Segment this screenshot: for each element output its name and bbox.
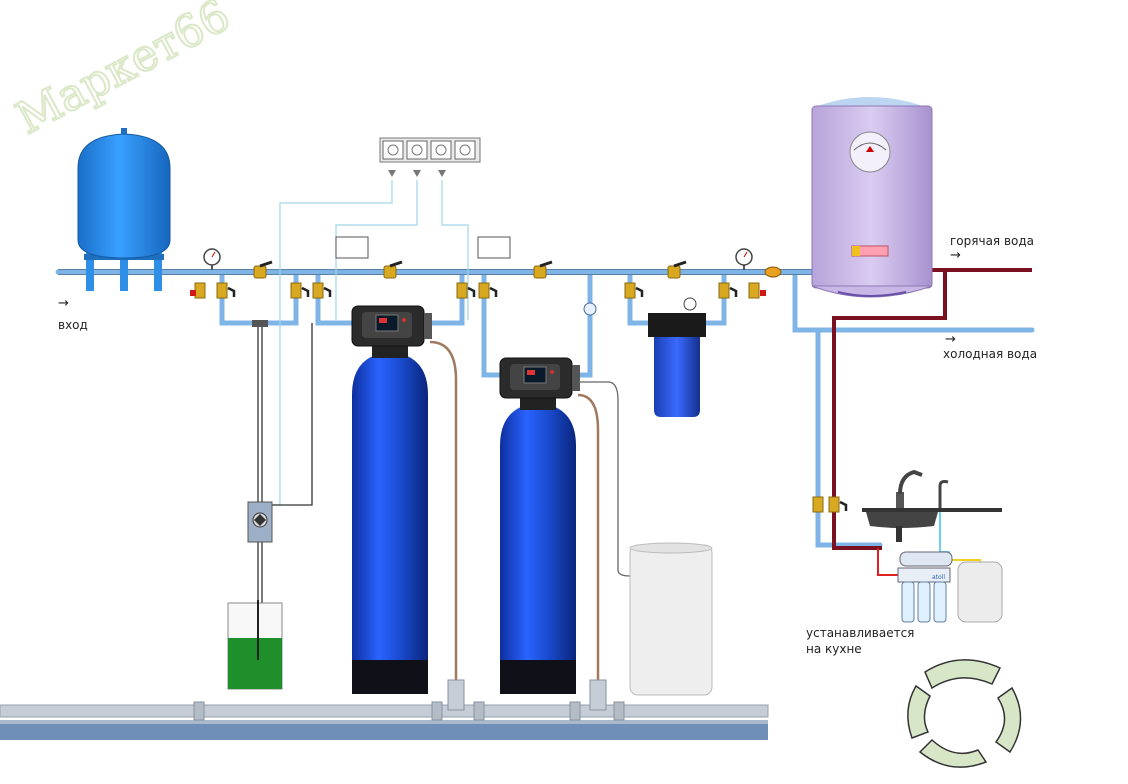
water-heater-icon: [811, 97, 933, 298]
ball-valve-icon[interactable]: [718, 282, 738, 299]
power-socket-icon: [430, 140, 452, 160]
drain-hoses: [429, 340, 600, 690]
ball-valve-icon[interactable]: [253, 260, 273, 279]
power-socket-icon: [406, 140, 428, 160]
ball-valve-icon[interactable]: [478, 282, 498, 299]
pipe-outline: [58, 269, 812, 275]
kitchen-note-line1: устанавливается: [806, 626, 915, 640]
ball-valve-icon[interactable]: [216, 282, 236, 299]
hot-water-arrow: →: [950, 248, 961, 263]
ro-brand-label: atoll: [932, 574, 945, 581]
reagent-tank-icon: [227, 600, 283, 690]
sink-icon: [862, 508, 1002, 542]
ball-valve-icon[interactable]: [812, 496, 824, 513]
drain-pipe: [0, 679, 769, 740]
ball-valve-icon[interactable]: [748, 282, 766, 299]
controller-module: [335, 236, 369, 259]
flow-meter-icon: [583, 302, 597, 316]
ball-valve-icon[interactable]: [290, 282, 310, 299]
pressure-gauge-icon: [203, 248, 221, 270]
hot-water-label: горячая вода: [950, 234, 1035, 248]
socket-face: [435, 144, 447, 156]
pressure-tank: [77, 128, 171, 291]
ball-valve-icon[interactable]: [828, 496, 848, 513]
faucet-icon: [896, 469, 949, 508]
ball-valve-icon[interactable]: [383, 260, 403, 279]
drop-valves[interactable]: [190, 282, 848, 513]
kitchen-note-line2: на кухне: [806, 642, 862, 656]
control-valve-head-icon: [351, 305, 432, 347]
ball-valve-icon[interactable]: [667, 260, 687, 279]
power-socket-icon: [382, 140, 404, 160]
electrical-panel: [379, 137, 481, 177]
socket-face: [387, 144, 399, 156]
cold-water-label: холодная вода: [943, 347, 1038, 361]
socket-face: [411, 144, 423, 156]
softener-tank-1: [351, 305, 432, 694]
check-valve-icon: [764, 266, 782, 278]
socket-face: [459, 144, 471, 156]
ball-valve-icon[interactable]: [624, 282, 644, 299]
hot-pipes: [832, 268, 1032, 550]
tee-fitting: [252, 320, 268, 327]
dosing-pump-icon: [247, 501, 273, 543]
ball-valve-icon[interactable]: [533, 260, 553, 279]
power-socket-icon: [454, 140, 476, 160]
inlet-label: вход: [58, 318, 88, 332]
logo-icon: [907, 659, 1022, 768]
reverse-osmosis-icon: atoll: [877, 512, 1003, 623]
dosing-lines: [257, 323, 313, 660]
softener-tank-2: [499, 357, 580, 694]
control-valve-head-icon: [499, 357, 580, 399]
inlet-arrow: →: [58, 296, 69, 311]
ball-valve-icon[interactable]: [456, 282, 476, 299]
brine-line: [578, 381, 631, 577]
brine-tank-icon: [629, 542, 713, 696]
ball-valve-icon[interactable]: [312, 282, 332, 299]
cold-water-arrow: →: [945, 332, 956, 347]
pressure-gauge-icon: [735, 248, 753, 270]
cartridge-filter-icon: [648, 297, 706, 417]
ball-valve-icon[interactable]: [190, 282, 206, 299]
watermark-logo: Маркет66: [8, 0, 238, 144]
controller-module: [477, 236, 511, 259]
